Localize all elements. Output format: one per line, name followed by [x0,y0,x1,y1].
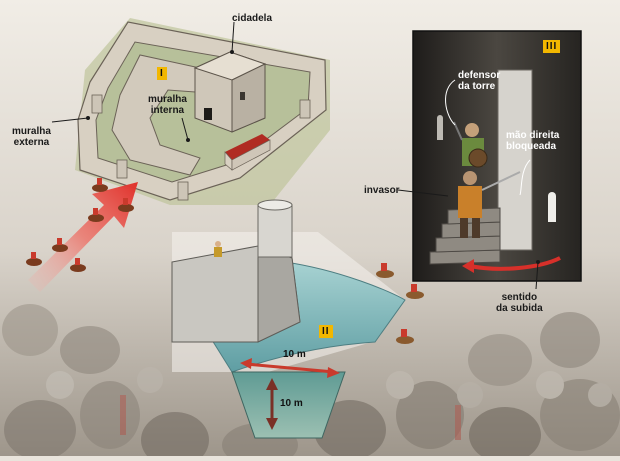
citadel-keep [193,51,267,133]
archer-on-wall [214,241,222,257]
leader-lines [51,21,540,290]
outer-wall-label-line-1: muralha [12,126,51,137]
panel-one-badge: I [157,67,167,80]
inner-wall-label-line-1: muralha [148,94,187,105]
crowd-of-soldiers [2,304,620,461]
central-column [497,69,533,251]
tower-defender-label-line-2: da torre [458,81,496,92]
tower-defender-label-line-1: defensor [458,70,501,81]
invader-label: invasor [364,185,400,196]
inner-wall [111,54,201,176]
ascent-direction-label: sentido da subida [496,292,543,314]
moat-illustration [171,199,406,439]
cavalry-group-right [376,263,424,344]
panel-two-badge: II [319,325,333,338]
invader [458,171,521,238]
outer-wall-label: muralha externa [12,126,51,148]
cavalry-group-left [26,178,134,272]
citadel-label: cidadela [232,13,273,24]
panel-three-badge: III [543,40,561,53]
round-tower [257,199,293,258]
castle-illustration [75,18,330,205]
red-roof-building [224,134,271,171]
depth-arrow [266,378,278,430]
outer-wall-label-line-2: externa [13,137,50,148]
attack-arrow [28,182,138,292]
tower-defender [453,121,488,168]
inner-wall-label: muralha interna [148,94,187,116]
tower-interior-panel [412,30,582,282]
ascent-direction-label-line-1: sentido [501,292,538,303]
right-hand-blocked-label-line-1: mão direita [506,130,560,141]
ascent-direction-arrow [469,256,561,271]
right-hand-blocked-label: mão direita bloqueada [506,130,559,152]
width-arrow [240,358,340,378]
moat-cross-section [231,371,346,439]
inner-wall-label-line-2: interna [150,105,185,116]
ascent-direction-label-line-2: da subida [496,303,543,314]
right-hand-blocked-label-line-2: bloqueada [506,141,557,152]
tower-defender-label: defensor da torre [458,70,500,92]
moat-width-label: 10 m [283,349,306,360]
moat-depth-label: 10 m [280,398,303,409]
